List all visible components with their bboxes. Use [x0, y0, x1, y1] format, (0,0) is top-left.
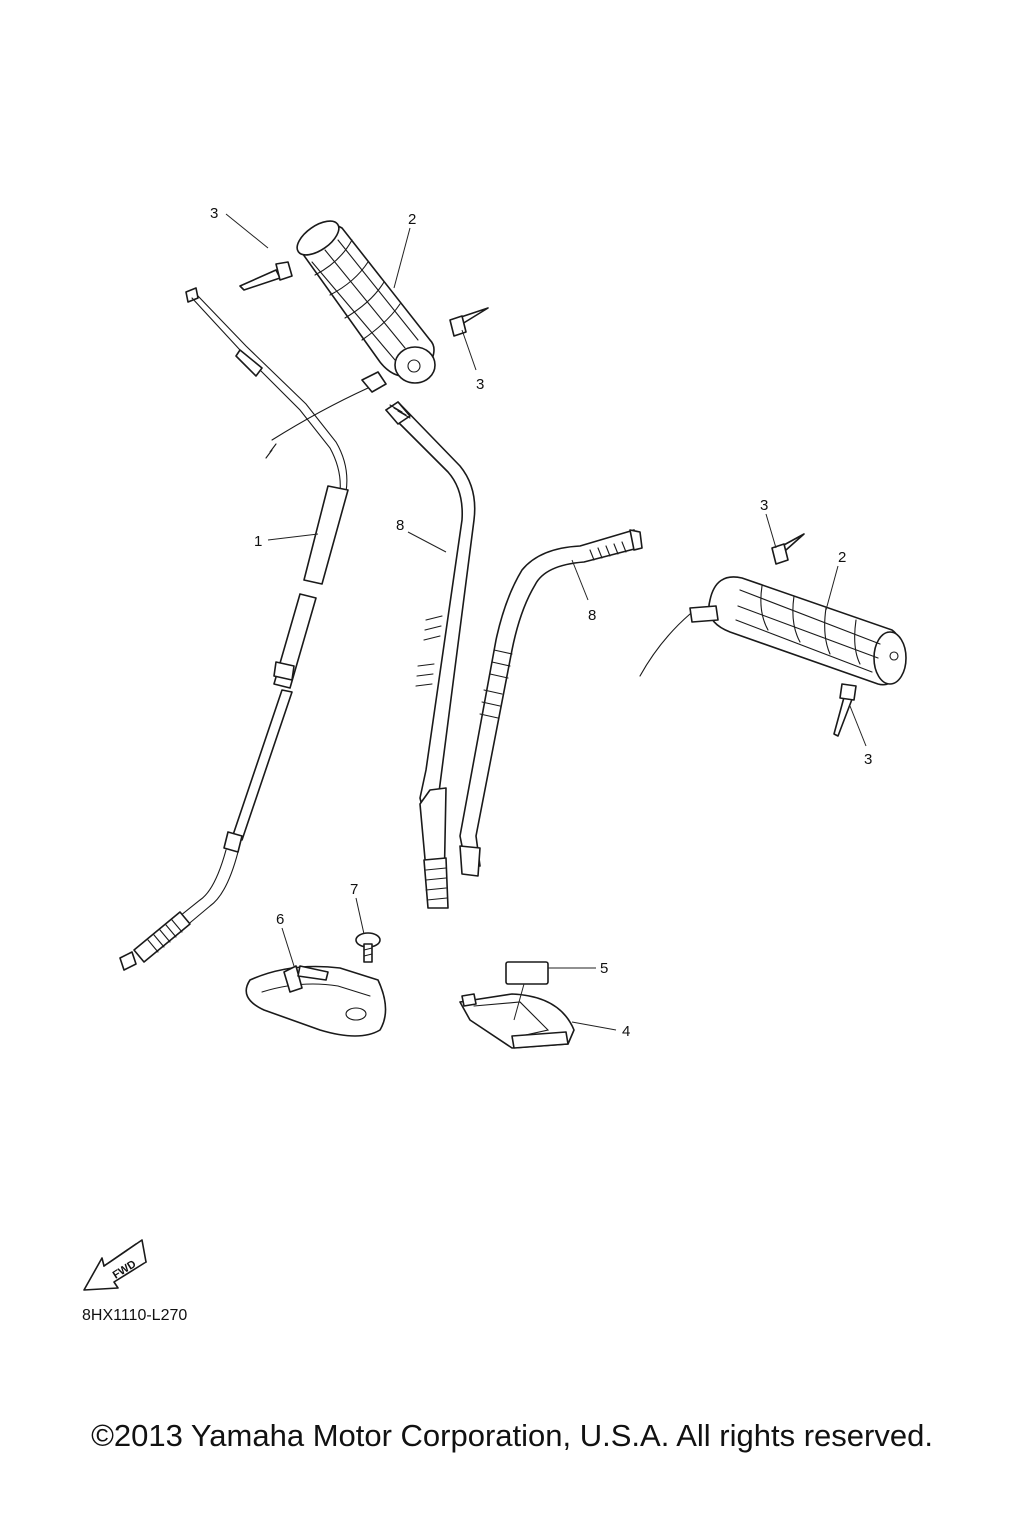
screw-3c [771, 533, 805, 565]
copyright-notice: ©2013 Yamaha Motor Corporation, U.S.A. A… [91, 1418, 933, 1453]
callout-3a: 3 [210, 205, 218, 222]
bolt-7 [355, 932, 381, 963]
right-handlebar [459, 529, 643, 877]
left-grip [296, 220, 436, 393]
callout-7: 7 [350, 881, 358, 898]
callout-4: 4 [622, 1023, 630, 1040]
pad-5 [505, 961, 549, 985]
callout-8b: 8 [588, 607, 596, 624]
cover-6 [245, 965, 387, 1037]
cable [119, 287, 349, 971]
screw-3b [449, 307, 489, 337]
bracket-4 [459, 993, 575, 1049]
callout-6: 6 [276, 911, 284, 928]
screw-3d [833, 683, 857, 737]
right-grip [639, 576, 907, 686]
leader-lines [225, 213, 867, 1031]
callout-3d: 3 [864, 751, 872, 768]
diagram-code: 8HX1110-L270 [82, 1307, 188, 1324]
callout-1: 1 [254, 533, 262, 550]
callout-3c: 3 [760, 497, 768, 514]
callout-2b: 2 [838, 549, 846, 566]
callout-3b: 3 [476, 376, 484, 393]
callout-5: 5 [600, 960, 608, 977]
fwd-arrow-icon: FWD [83, 1239, 147, 1291]
callout-8a: 8 [396, 517, 404, 534]
left-handlebar [385, 401, 476, 909]
throttle-cable-left [271, 387, 369, 441]
screw-3a [239, 261, 293, 291]
callout-2a: 2 [408, 211, 416, 228]
